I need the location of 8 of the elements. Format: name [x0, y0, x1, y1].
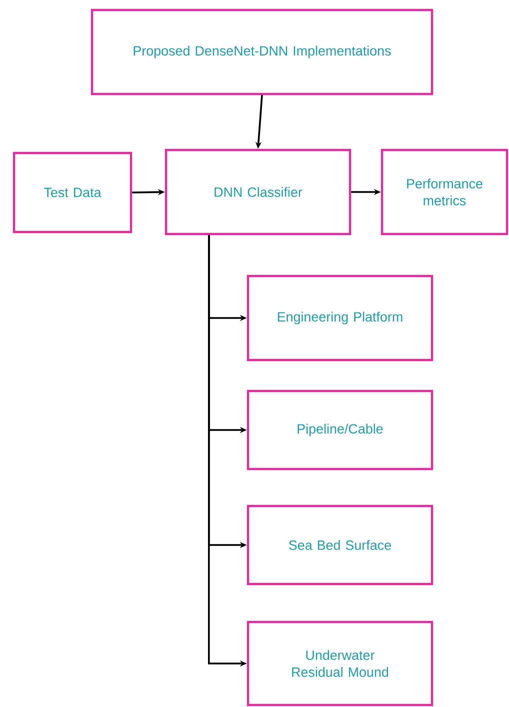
process-box: Sea Bed Surface [246, 504, 434, 586]
process-box: Engineering Platform [246, 274, 434, 362]
process-box: Pipeline/Cable [246, 390, 434, 470]
process-box: Proposed DenseNet-DNN Implementations [90, 8, 434, 96]
process-box: Test Data [12, 152, 132, 234]
process-box: DNN Classifier [164, 148, 352, 236]
process-box: Underwater Residual Mound [246, 620, 434, 706]
process-box: Performance metrics [380, 148, 508, 236]
